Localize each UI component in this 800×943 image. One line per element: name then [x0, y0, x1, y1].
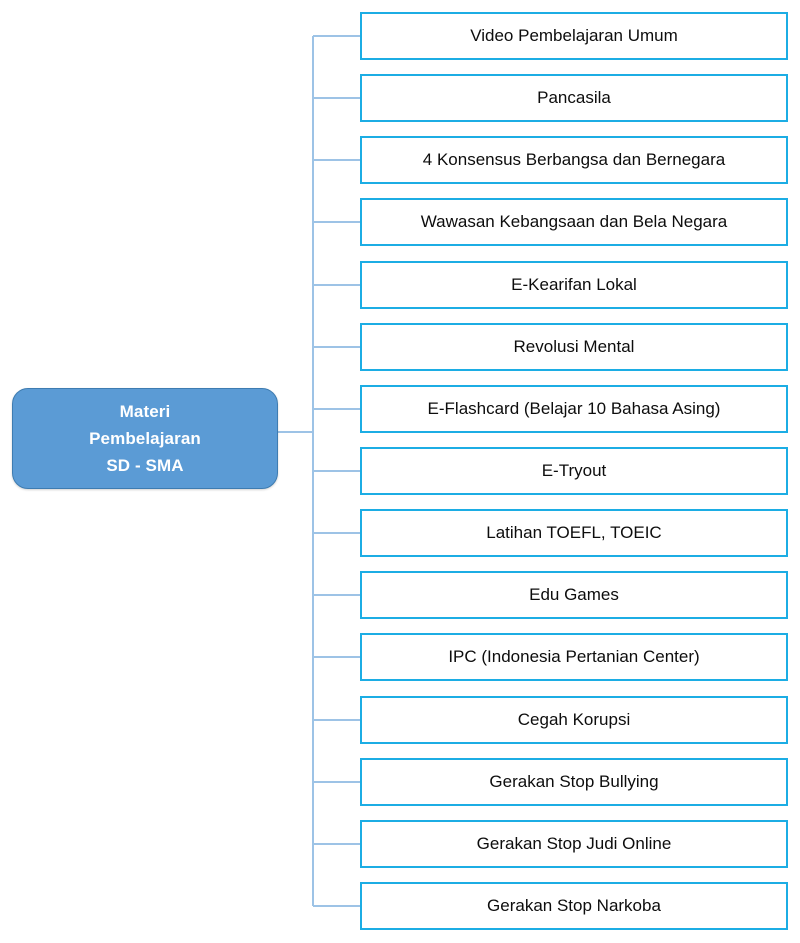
leaf-node-label: Pancasila [537, 87, 611, 107]
leaf-node[interactable]: Latihan TOEFL, TOEIC [360, 509, 788, 557]
leaf-node-label: Gerakan Stop Judi Online [476, 833, 672, 853]
leaf-node[interactable]: Edu Games [360, 571, 788, 619]
leaf-node[interactable]: IPC (Indonesia Pertanian Center) [360, 633, 788, 681]
leaf-node[interactable]: E-Kearifan Lokal [360, 261, 788, 309]
leaf-node-label: Latihan TOEFL, TOEIC [486, 522, 662, 542]
leaf-node[interactable]: 4 Konsensus Berbangsa dan Bernegara [360, 136, 788, 184]
leaf-node-label: Revolusi Mental [513, 336, 635, 356]
leaf-node[interactable]: E-Tryout [360, 447, 788, 495]
leaf-node[interactable]: Wawasan Kebangsaan dan Bela Negara [360, 198, 788, 246]
root-node-label: Materi Pembelajaran SD - SMA [89, 401, 201, 476]
leaf-node-label: E-Tryout [541, 460, 607, 480]
leaf-node-label: Wawasan Kebangsaan dan Bela Negara [420, 211, 728, 231]
leaf-node-label: IPC (Indonesia Pertanian Center) [448, 646, 700, 666]
leaf-node[interactable]: E-Flashcard (Belajar 10 Bahasa Asing) [360, 385, 788, 433]
leaf-node[interactable]: Gerakan Stop Narkoba [360, 882, 788, 930]
leaf-node-label: Cegah Korupsi [517, 709, 631, 729]
leaf-node-label: Edu Games [529, 584, 619, 604]
root-node[interactable]: Materi Pembelajaran SD - SMA [12, 388, 278, 489]
leaf-node[interactable]: Cegah Korupsi [360, 696, 788, 744]
leaf-node-label: E-Kearifan Lokal [511, 274, 637, 294]
leaf-node[interactable]: Pancasila [360, 74, 788, 122]
leaf-node-label: Video Pembelajaran Umum [470, 25, 678, 45]
leaf-node-label: Gerakan Stop Bullying [489, 771, 659, 791]
leaf-node[interactable]: Gerakan Stop Judi Online [360, 820, 788, 868]
leaf-node[interactable]: Revolusi Mental [360, 323, 788, 371]
leaf-node-label: E-Flashcard (Belajar 10 Bahasa Asing) [427, 398, 721, 418]
leaf-node-label: 4 Konsensus Berbangsa dan Bernegara [422, 149, 726, 169]
leaf-node-label: Gerakan Stop Narkoba [487, 895, 661, 915]
leaf-node[interactable]: Video Pembelajaran Umum [360, 12, 788, 60]
leaf-node[interactable]: Gerakan Stop Bullying [360, 758, 788, 806]
